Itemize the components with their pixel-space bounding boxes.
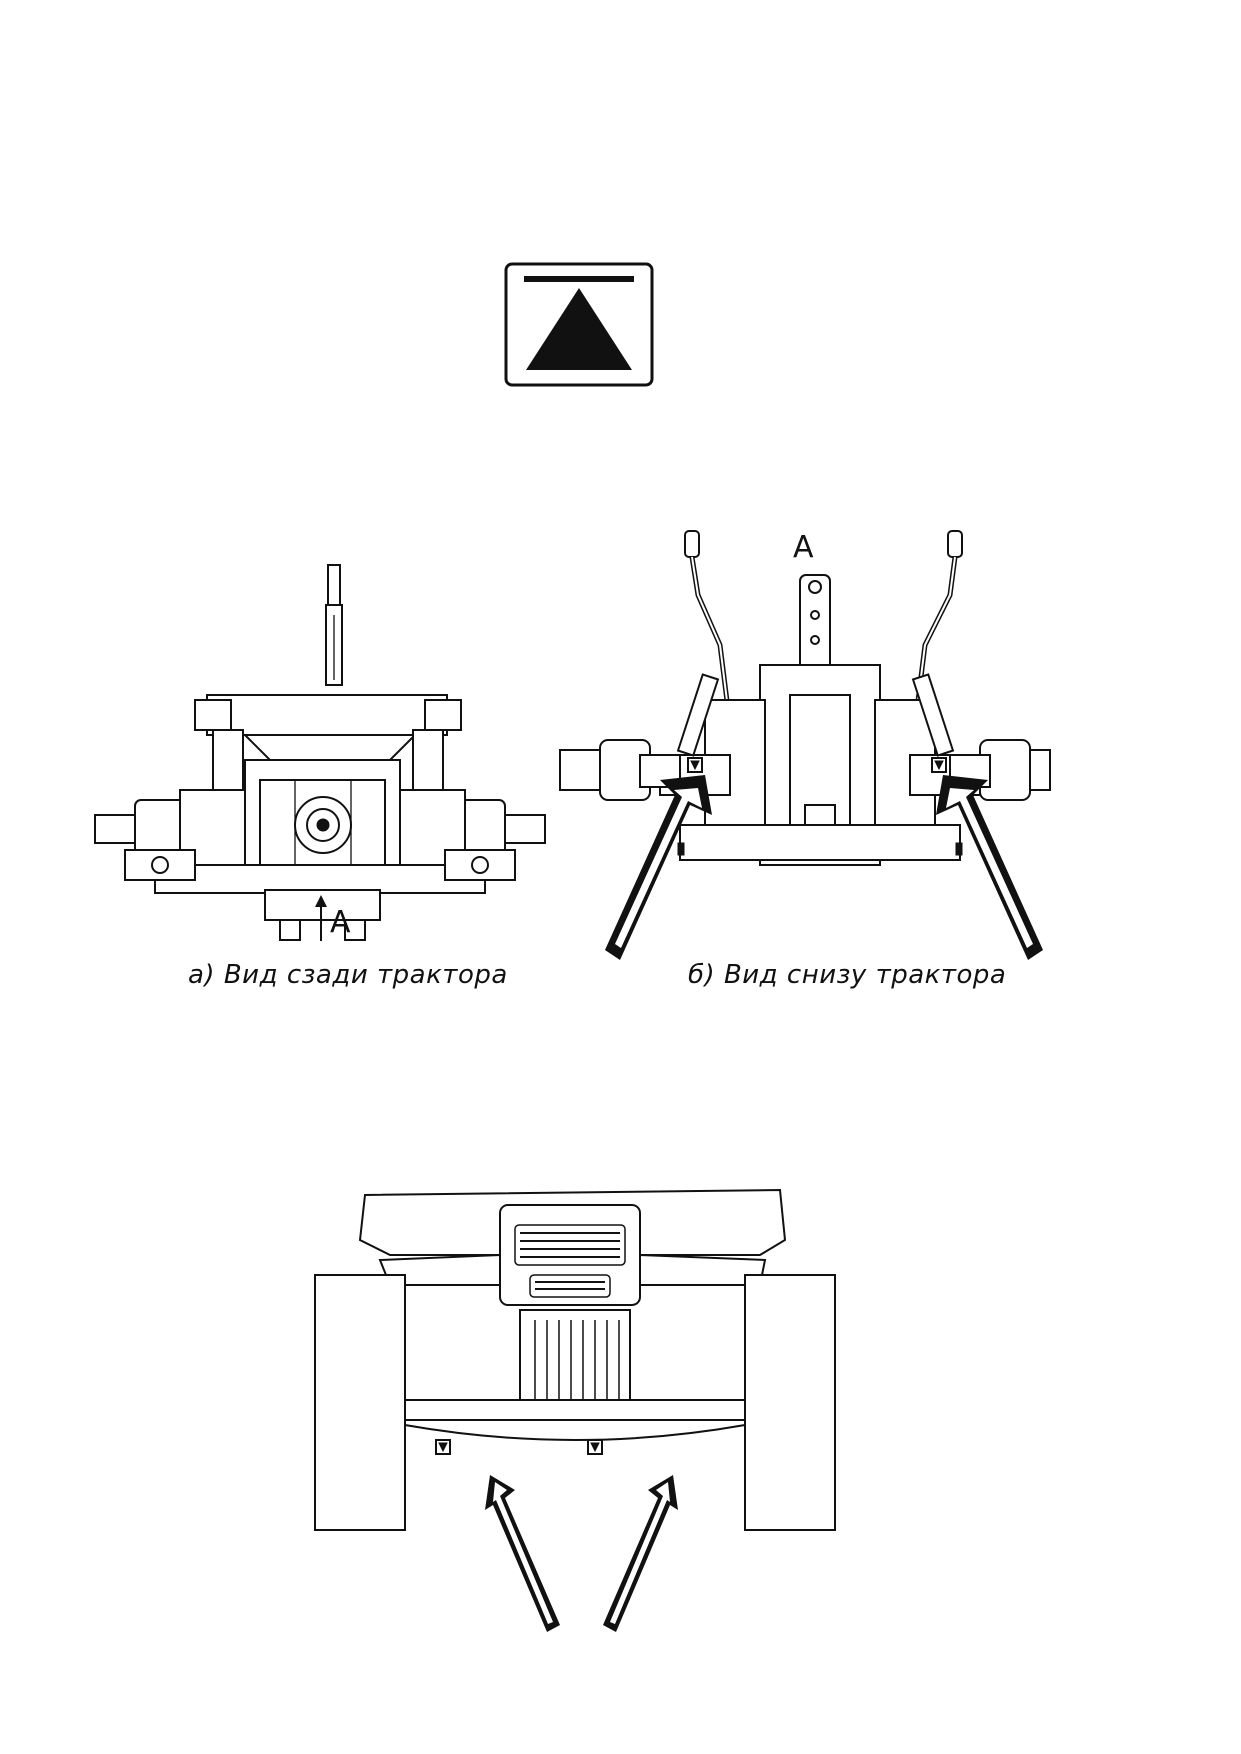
bottom-view-figure [559, 525, 1051, 960]
view-a-label: A [330, 905, 351, 940]
front-tractor-jack-points-icon [314, 1188, 836, 1531]
view-b-label: A [793, 530, 814, 565]
view-a-arrow [311, 895, 331, 943]
jack-point-symbol [504, 262, 654, 387]
front-jack-arrow-left [485, 1470, 565, 1635]
bottom-view-caption: б) Вид снизу трактора [688, 960, 1007, 990]
tractor-bottom-view-drawing [559, 530, 1051, 866]
jack-point-arrow-right [928, 770, 1048, 970]
jack-point-arrow-left [600, 770, 720, 970]
front-jack-arrow-right [598, 1470, 678, 1635]
front-view-figure [314, 1180, 836, 1545]
jack-lift-triangle-icon [504, 262, 654, 387]
rear-view-caption: а) Вид сзади трактора [188, 960, 508, 990]
